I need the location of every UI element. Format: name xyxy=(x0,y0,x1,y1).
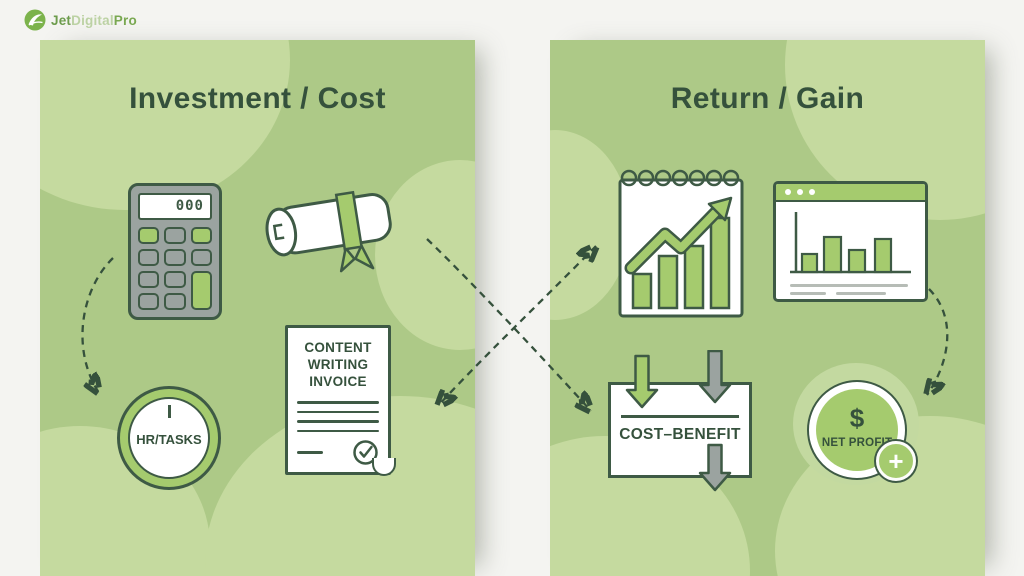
clock-face: HR/TASKS xyxy=(128,397,210,479)
bar-chart-icon xyxy=(790,212,911,274)
brand-word-pro: Pro xyxy=(113,12,137,28)
invoice-footer xyxy=(297,439,379,466)
page-curl xyxy=(372,458,396,476)
investment-title: Investment / Cost xyxy=(129,82,386,115)
diploma-scroll-icon xyxy=(256,170,408,282)
browser-title-bar xyxy=(776,184,925,202)
dollar-icon: $ xyxy=(849,403,865,433)
brand-logo-text: JetDigitalPro xyxy=(51,13,137,28)
calculator-keypad xyxy=(138,227,212,310)
calc-key xyxy=(164,271,186,288)
calc-key xyxy=(138,249,160,266)
calculator-icon: 000 xyxy=(128,183,222,320)
brand-logo: JetDigitalPro xyxy=(24,9,137,31)
calc-key xyxy=(190,227,212,244)
calc-key xyxy=(190,249,212,266)
calculator-display: 000 xyxy=(138,193,212,220)
calc-key xyxy=(138,293,160,310)
browser-text-lines xyxy=(790,284,911,295)
browser-dot-icon xyxy=(809,189,815,195)
browser-dot-icon xyxy=(785,189,791,195)
calculator-digits: 000 xyxy=(175,198,204,214)
cost-benefit-card: COST–BENEFIT xyxy=(608,382,752,478)
clock-hand xyxy=(167,405,171,418)
browser-dot-icon xyxy=(797,189,803,195)
plus-badge-icon: + xyxy=(876,441,916,481)
invoice-title-line: INVOICE xyxy=(309,374,367,389)
growth-chart-notepad-icon xyxy=(610,166,750,320)
return-title: Return / Gain xyxy=(670,82,865,115)
cost-benefit-label: COST–BENEFIT xyxy=(619,426,741,443)
calc-key xyxy=(164,249,186,266)
checkmark-icon xyxy=(353,440,378,465)
brand-word-jet: Jet xyxy=(51,12,72,28)
cost-benefit-divider xyxy=(621,415,739,418)
calc-key xyxy=(138,227,160,244)
calc-key xyxy=(138,271,160,288)
hr-tasks-label: HR/TASKS xyxy=(136,431,202,447)
calc-key xyxy=(164,293,186,310)
invoice-title: CONTENT WRITING INVOICE xyxy=(288,339,388,390)
invoice-icon: CONTENT WRITING INVOICE xyxy=(285,325,396,476)
invoice-title-line: CONTENT xyxy=(304,340,372,355)
invoice-text-lines xyxy=(297,401,379,432)
net-profit-label: NET PROFIT xyxy=(821,437,893,449)
invoice-title-line: WRITING xyxy=(307,357,369,372)
investment-panel: Investment / Cost xyxy=(40,40,475,576)
invoice-signature-line xyxy=(297,451,323,454)
calc-key xyxy=(164,227,186,244)
analytics-browser-icon xyxy=(773,181,928,302)
plus-glyph: + xyxy=(888,446,904,476)
calc-key xyxy=(190,271,212,310)
hr-tasks-clock-icon: HR/TASKS xyxy=(117,386,221,490)
brand-logo-icon xyxy=(24,9,46,31)
brand-word-digital: Digital xyxy=(71,12,114,28)
